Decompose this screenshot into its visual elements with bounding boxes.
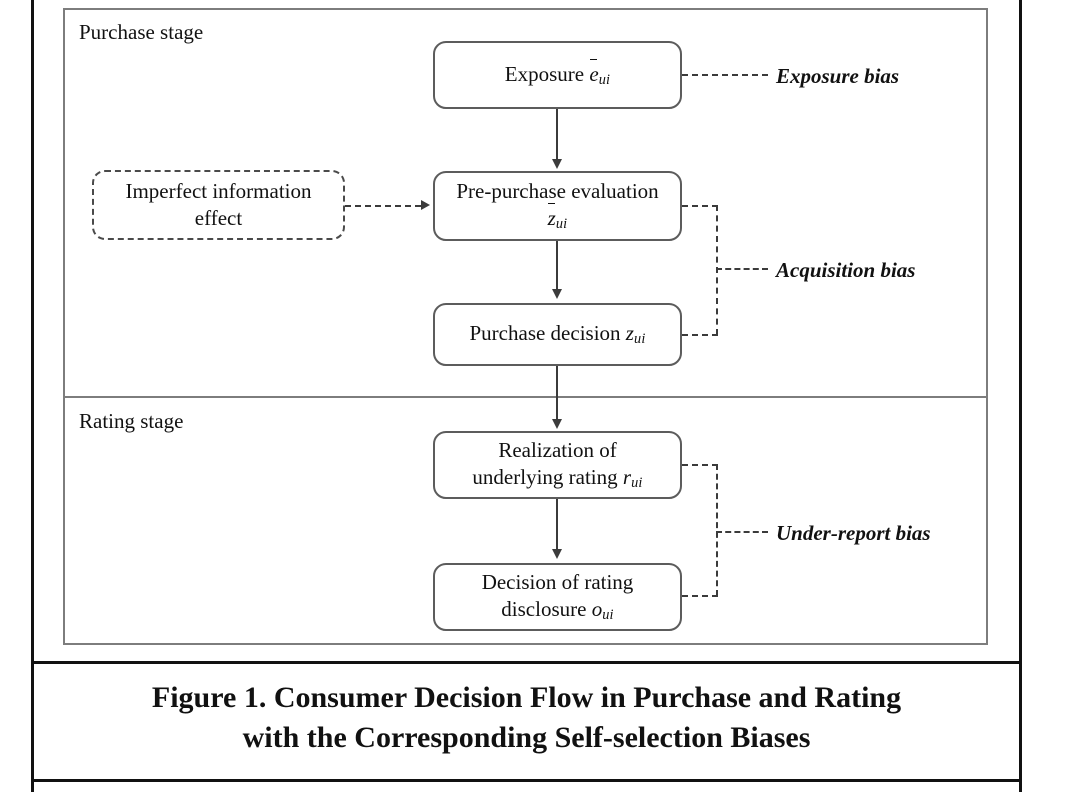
node-realization-line-1: Realization of — [498, 438, 617, 463]
exposure-bias-connector — [682, 74, 768, 76]
underreport-bracket-bottom-stub — [682, 595, 718, 597]
node-disclosure-line-2: disclosure — [501, 597, 587, 622]
dashed-arrow-imperfect-to-prepurchase-head — [421, 200, 430, 210]
node-exposure[interactable]: Exposure eui — [433, 41, 682, 109]
under-report-bias-label: Under-report bias — [776, 521, 931, 545]
node-disclosure-line-1: Decision of rating — [481, 570, 634, 595]
node-purchase-decision-subscript: ui — [633, 331, 646, 348]
figure-caption: Figure 1. Consumer Decision Flow in Purc… — [40, 678, 1013, 758]
exposure-bias-label: Exposure bias — [776, 64, 900, 88]
arrow-purchasedecision-to-realization-line — [556, 366, 558, 420]
acquisition-bracket-bottom-stub — [682, 334, 718, 336]
node-exposure-label: Exposure — [504, 61, 585, 86]
node-exposure-variable: e — [589, 58, 599, 86]
node-purchase-decision-text: Purchase decision zui — [470, 320, 646, 348]
node-realization-variable: r — [622, 465, 632, 490]
arrow-realization-to-disclosure-line — [556, 499, 558, 551]
page-frame-left-rule — [31, 0, 34, 792]
page-frame-right-rule — [1019, 0, 1022, 792]
arrow-realization-to-disclosure-head — [551, 549, 562, 559]
acquisition-bracket-vertical — [716, 205, 718, 335]
underreport-bracket-top-stub — [682, 464, 718, 466]
node-exposure-text: Exposure eui — [504, 58, 611, 89]
node-purchase-decision-variable: z — [625, 321, 634, 346]
arrow-exposure-to-prepurchase-line — [556, 109, 558, 161]
purchase-stage-label: Purchase stage — [79, 20, 204, 44]
node-pre-purchase-line-1: Pre-purchase evaluation — [456, 179, 659, 204]
acquisition-bracket-top-stub — [682, 205, 718, 207]
caption-divider-top — [31, 661, 1022, 664]
arrow-purchasedecision-to-realization-head — [551, 419, 562, 429]
node-disclosure-variable: o — [591, 597, 603, 622]
node-purchase-decision-label: Purchase decision — [469, 321, 621, 346]
node-realization-subscript: ui — [631, 475, 643, 492]
underreport-bracket-vertical — [716, 464, 718, 596]
acquisition-bracket-label-stub — [716, 268, 768, 270]
node-pre-purchase-subscript: ui — [555, 216, 568, 233]
acquisition-bias-label: Acquisition bias — [776, 258, 916, 282]
figure-caption-line-1: Figure 1. Consumer Decision Flow in Purc… — [151, 681, 902, 714]
arrow-prepurchase-to-purchasedecision-head — [551, 289, 562, 299]
arrow-exposure-to-prepurchase-head — [551, 159, 562, 169]
stage-divider-line — [63, 396, 988, 398]
rating-stage-label: Rating stage — [79, 409, 184, 433]
underreport-bracket-label-stub — [716, 531, 768, 533]
node-imperfect-line-2: effect — [194, 206, 243, 230]
node-purchase-decision[interactable]: Purchase decision zui — [433, 303, 682, 366]
node-exposure-subscript: ui — [598, 71, 611, 88]
node-imperfect-line-1: Imperfect information — [125, 179, 312, 204]
node-realization-line-2: underlying rating — [472, 465, 618, 490]
caption-divider-bottom — [31, 779, 1022, 782]
node-pre-purchase-variable: z — [547, 203, 556, 231]
figure-caption-line-2: with the Corresponding Self-selection Bi… — [242, 720, 811, 754]
node-disclosure-subscript: ui — [602, 607, 614, 624]
arrow-prepurchase-to-purchasedecision-line — [556, 241, 558, 291]
dashed-arrow-imperfect-to-prepurchase-line — [345, 205, 421, 207]
